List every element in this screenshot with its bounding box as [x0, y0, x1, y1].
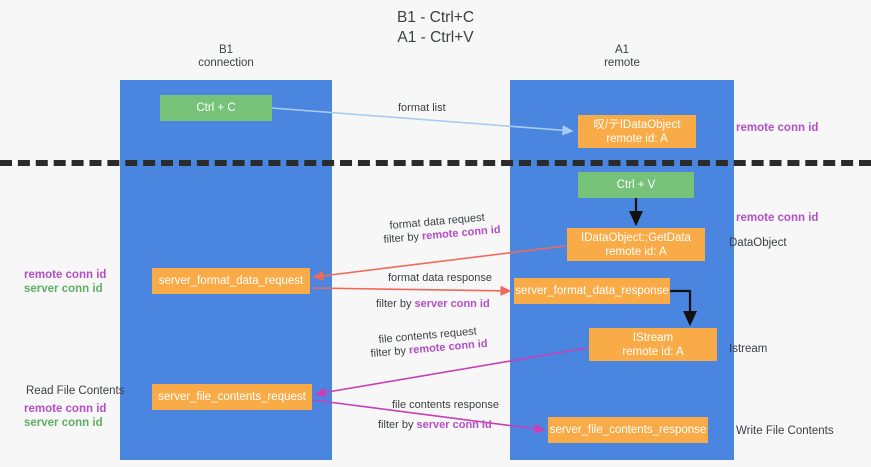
annotation-left-server-conn-id-2: server conn id	[24, 417, 103, 429]
node-ctrl-c-label: Ctrl + C	[196, 102, 236, 114]
node-server-format-data-request-label: server_format_data_request	[158, 275, 304, 287]
lane-a1-sub: remote	[604, 57, 640, 69]
filter-prefix: filter by	[370, 344, 410, 360]
annotation-left-server-conn-id-1: server conn id	[24, 283, 103, 295]
node-idataobject-getdata[interactable]: IDataObject::GetData remote id: A	[567, 228, 705, 261]
annotation-left-remote-conn-id-2: remote conn id	[24, 403, 107, 415]
filter-prefix: filter by	[383, 230, 423, 246]
node-server-file-contents-response-label: server_file_contents_response	[549, 424, 707, 436]
edge-label-format-data-response: format data response	[388, 272, 492, 284]
node-istream[interactable]: IStream remote id: A	[589, 328, 717, 361]
node-server-file-contents-request[interactable]: server_file_contents_request	[152, 384, 312, 410]
filter-prefix: filter by	[378, 419, 417, 431]
filter-prefix: filter by	[376, 298, 415, 310]
node-getdata-remote-id: remote id: A	[605, 245, 667, 258]
annotation-write-file-contents: Write File Contents	[736, 425, 834, 437]
node-server-format-data-response-label: server_format_data_response	[515, 285, 669, 297]
node-server-file-contents-response[interactable]: server_file_contents_response	[548, 417, 708, 443]
node-idataobject-remote-id: remote id: A	[606, 132, 668, 145]
node-ctrl-v[interactable]: Ctrl + V	[578, 172, 694, 198]
lane-header-a1: A1 remote	[510, 44, 734, 70]
annotation-left-conn-ids-file: remote conn id server conn id	[24, 402, 106, 430]
node-getdata-label: IDataObject::GetData	[581, 231, 691, 244]
edge-label-file-contents-response-filter: filter by server conn id	[378, 418, 492, 432]
lane-b1-name: B1	[218, 44, 234, 56]
annotation-istream: Istream	[729, 343, 768, 355]
title-line-2: A1 - Ctrl+V	[397, 29, 474, 46]
annotation-remote-conn-id-mid: remote conn id	[736, 212, 819, 224]
node-ctrl-v-label: Ctrl + V	[616, 179, 656, 191]
node-idataobject-label: 叹/テIDataObject	[593, 118, 681, 131]
annotation-read-file-contents: Read File Contents	[26, 385, 125, 397]
filter-key: server conn id	[416, 419, 492, 431]
annotation-left-conn-ids-format: remote conn id server conn id	[24, 268, 106, 296]
edge-label-format-list: format list	[398, 102, 446, 114]
page-title: B1 - Ctrl+C A1 - Ctrl+V	[0, 8, 871, 48]
node-server-format-data-response[interactable]: server_format_data_response	[514, 278, 670, 304]
node-server-format-data-request[interactable]: server_format_data_request	[152, 268, 310, 294]
edge-label-file-contents-response: file contents response	[392, 399, 500, 411]
node-server-file-contents-request-label: server_file_contents_request	[158, 391, 306, 403]
filter-key: server conn id	[414, 298, 490, 310]
annotation-dataobject: DataObject	[729, 237, 787, 249]
annotation-remote-conn-id-top: remote conn id	[736, 122, 819, 134]
lane-header-b1: B1 connection	[120, 44, 332, 70]
node-istream-label: IStream	[632, 331, 674, 344]
section-divider	[0, 160, 871, 166]
node-istream-remote-id: remote id: A	[622, 345, 684, 358]
lane-b1-sub: connection	[198, 57, 254, 69]
node-idataobject[interactable]: 叹/テIDataObject remote id: A	[578, 115, 696, 148]
edge-label-format-data-response-filter: filter by server conn id	[376, 297, 490, 311]
annotation-left-remote-conn-id-1: remote conn id	[24, 269, 107, 281]
title-line-1: B1 - Ctrl+C	[396, 9, 475, 26]
lane-a1-name: A1	[614, 44, 630, 56]
node-ctrl-c[interactable]: Ctrl + C	[160, 95, 272, 121]
arrow-format-data-response	[311, 285, 512, 296]
